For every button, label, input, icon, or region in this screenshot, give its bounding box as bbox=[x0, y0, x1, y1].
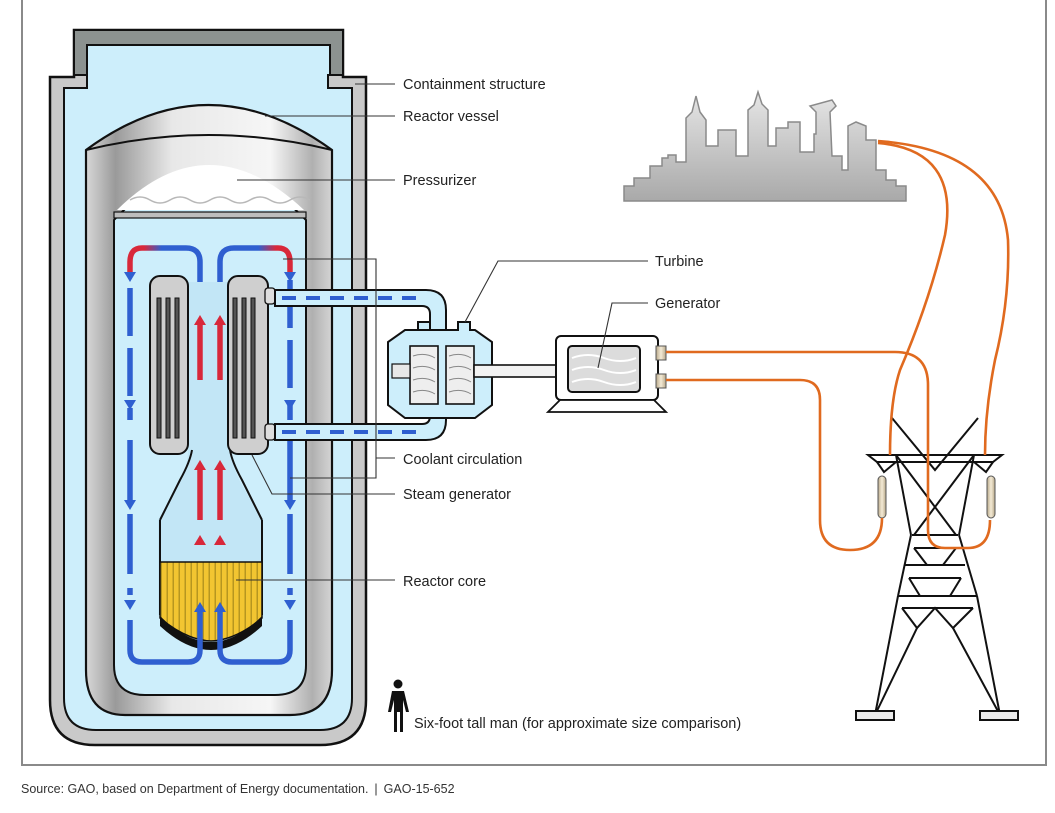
label-coolant-circulation: Coolant circulation bbox=[403, 452, 522, 468]
label-reactor-core: Reactor core bbox=[403, 574, 486, 590]
generator bbox=[545, 335, 669, 413]
label-pressurizer: Pressurizer bbox=[403, 173, 476, 189]
reactor-core bbox=[159, 561, 263, 650]
label-generator: Generator bbox=[655, 296, 720, 312]
tower-insulators bbox=[877, 475, 996, 519]
person-silhouette-icon bbox=[388, 679, 409, 732]
report-id: GAO-15-652 bbox=[383, 782, 455, 796]
turbine bbox=[387, 321, 493, 419]
pressurizer bbox=[117, 165, 304, 210]
label-reactor-vessel: Reactor vessel bbox=[403, 109, 499, 125]
city-skyline-icon bbox=[623, 89, 907, 202]
label-turbine: Turbine bbox=[655, 254, 704, 270]
power-lines bbox=[666, 139, 1010, 552]
steam-generator-right bbox=[227, 275, 276, 455]
flow-arrowheads bbox=[124, 272, 296, 612]
leader-lines bbox=[236, 83, 648, 581]
source-text: Source: GAO, based on Department of Ener… bbox=[21, 782, 369, 796]
label-man: Six-foot tall man (for approximate size … bbox=[414, 716, 741, 732]
figure-frame bbox=[21, 0, 1047, 766]
coolant-flow bbox=[127, 245, 293, 665]
transmission-tower-icon bbox=[855, 417, 1019, 721]
steam-generator-left bbox=[149, 275, 189, 455]
label-containment-structure: Containment structure bbox=[403, 77, 546, 93]
footer-separator: | bbox=[374, 782, 378, 796]
source-footer: Source: GAO, based on Department of Ener… bbox=[21, 782, 455, 796]
label-steam-generator: Steam generator bbox=[403, 487, 511, 503]
